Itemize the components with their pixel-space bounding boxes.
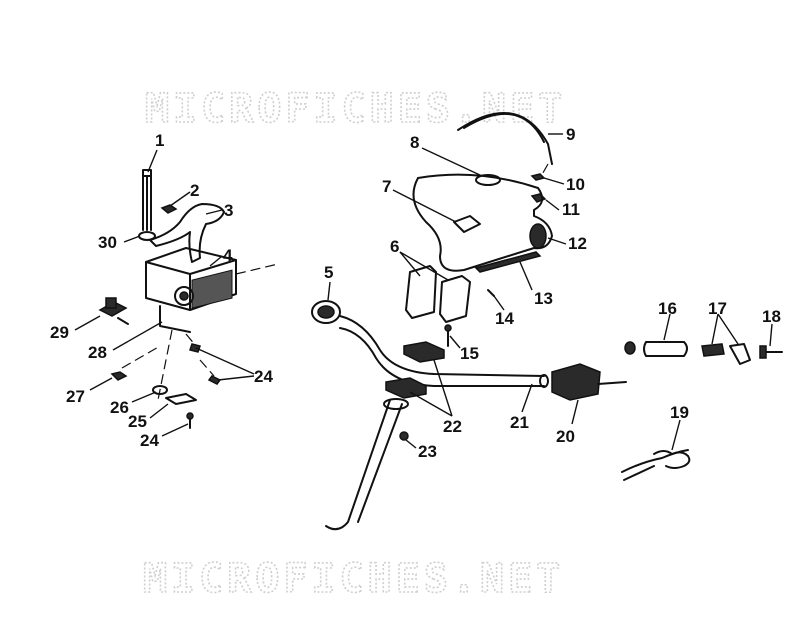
handlebar-pad-assembly [405, 112, 553, 347]
callout-22: 22 [443, 417, 462, 436]
callout-14: 14 [495, 309, 514, 328]
callout-8: 8 [410, 133, 419, 152]
callout-numbers: 1 2 3 4 5 6 7 8 9 10 11 12 13 14 15 16 1… [50, 125, 781, 461]
callout-24-upper: 24 [254, 367, 273, 386]
leader-lines [74, 133, 773, 451]
callout-6: 6 [390, 237, 399, 256]
right-controls-assembly [551, 341, 783, 481]
callout-9: 9 [566, 125, 575, 144]
callout-29: 29 [50, 323, 69, 342]
callout-19: 19 [670, 403, 689, 422]
callout-1: 1 [155, 131, 164, 150]
callout-5: 5 [324, 263, 333, 282]
callout-27: 27 [66, 387, 85, 406]
callout-26: 26 [110, 398, 129, 417]
left-bracket-assembly [98, 169, 279, 429]
callout-30: 30 [98, 233, 117, 252]
callout-24-lower: 24 [140, 431, 159, 450]
callout-15: 15 [460, 344, 479, 363]
callout-28: 28 [88, 343, 107, 362]
watermark-top: MICROFICHES.NET [145, 86, 566, 132]
callout-17: 17 [708, 299, 727, 318]
callout-3: 3 [224, 201, 233, 220]
callout-13: 13 [534, 289, 553, 308]
callout-20: 20 [556, 427, 575, 446]
callout-21: 21 [510, 413, 529, 432]
callout-10: 10 [566, 175, 585, 194]
callout-4: 4 [223, 246, 233, 265]
callout-2: 2 [190, 181, 199, 200]
watermark-bottom: MICROFICHES.NET [143, 556, 564, 602]
callout-16: 16 [658, 299, 677, 318]
callout-11: 11 [562, 200, 580, 219]
callout-23: 23 [418, 442, 437, 461]
callout-18: 18 [762, 307, 781, 326]
callout-25: 25 [128, 412, 147, 431]
callout-12: 12 [568, 234, 587, 253]
handlebar-stem-assembly [311, 300, 549, 531]
callout-7: 7 [382, 177, 391, 196]
